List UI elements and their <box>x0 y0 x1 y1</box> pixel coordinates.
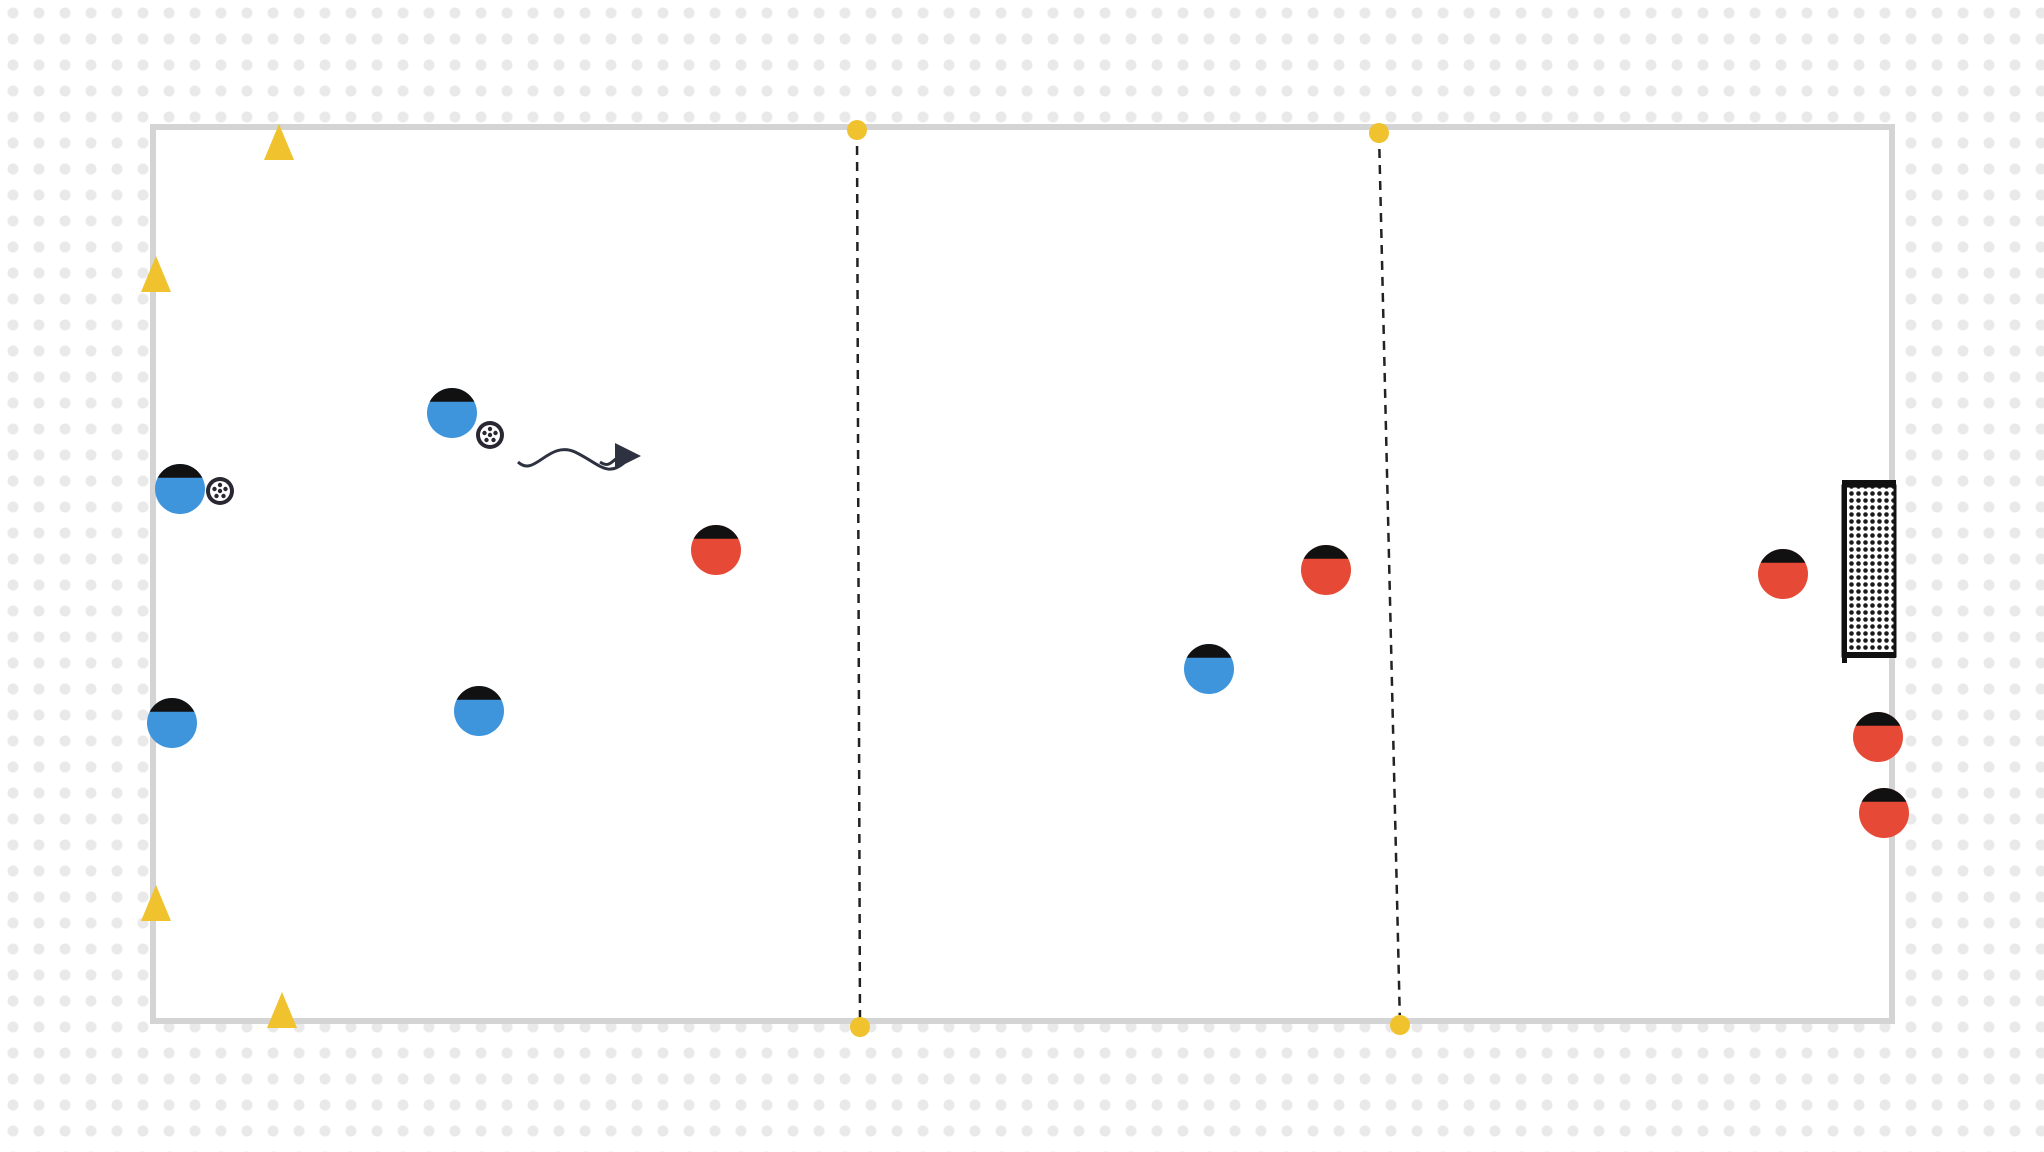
pitch-boundary <box>150 124 1895 1024</box>
arrow-head-icon <box>615 443 641 469</box>
player-blue-icon[interactable] <box>1184 644 1234 694</box>
zone-divider-1 <box>855 129 862 1028</box>
player-red-icon[interactable] <box>1301 545 1351 595</box>
cone-icon[interactable] <box>141 885 171 921</box>
player-blue-icon[interactable] <box>427 388 477 438</box>
marker-dot[interactable] <box>1369 123 1389 143</box>
marker-dot[interactable] <box>850 1017 870 1037</box>
players-layer <box>147 388 1909 838</box>
marker-dot[interactable] <box>1390 1015 1410 1035</box>
player-red-icon[interactable] <box>1853 712 1903 762</box>
cone-icon[interactable] <box>141 256 171 292</box>
soccer-ball-icon[interactable] <box>476 421 504 449</box>
cone-icon[interactable] <box>264 124 294 160</box>
player-red-icon[interactable] <box>691 525 741 575</box>
player-blue-icon[interactable] <box>454 686 504 736</box>
soccer-ball-icon[interactable] <box>206 477 234 505</box>
zone-divider-2 <box>1377 132 1402 1026</box>
goal-net-icon[interactable] <box>1841 480 1897 663</box>
player-blue-icon[interactable] <box>147 698 197 748</box>
player-blue-icon[interactable] <box>155 464 205 514</box>
cone-icon[interactable] <box>267 992 297 1028</box>
player-red-icon[interactable] <box>1758 549 1808 599</box>
player-red-icon[interactable] <box>1859 788 1909 838</box>
marker-dot[interactable] <box>847 120 867 140</box>
